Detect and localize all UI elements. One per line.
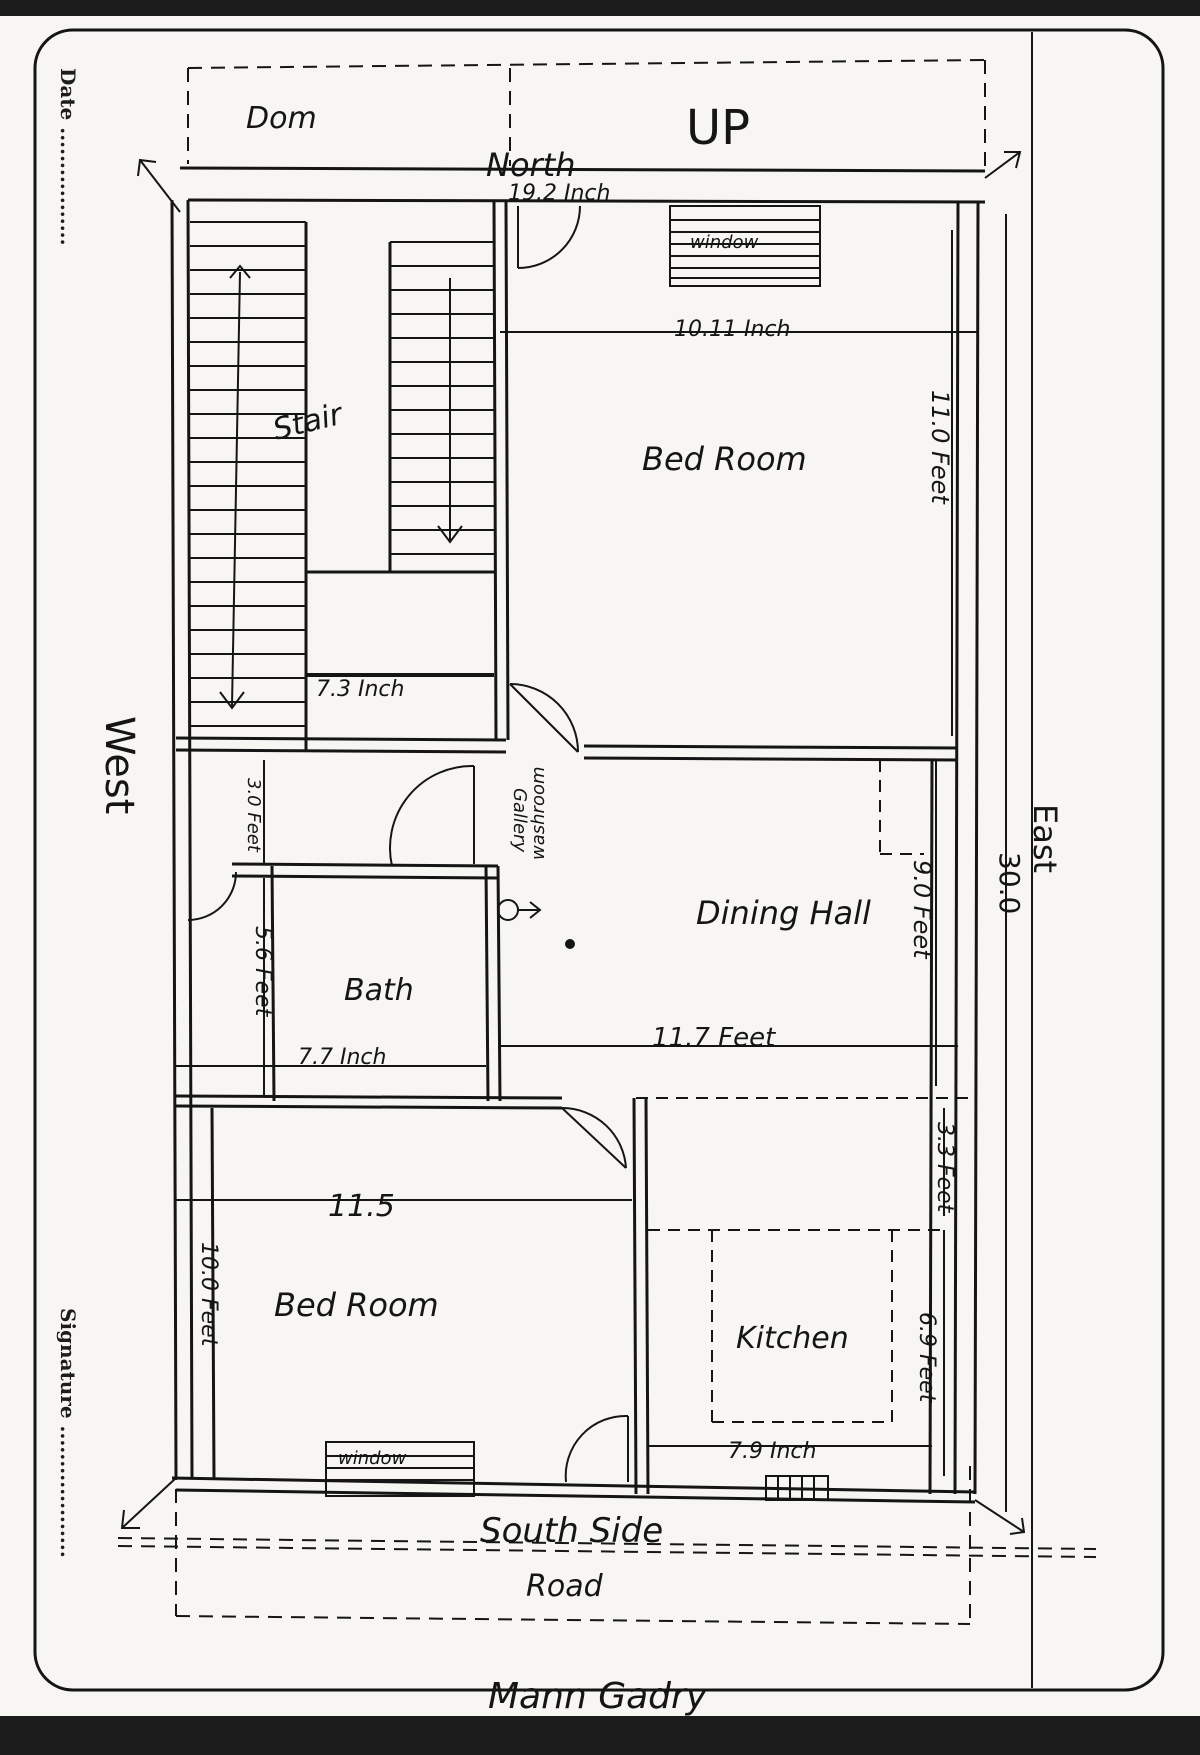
window-bottom-hatch bbox=[325, 1441, 829, 1501]
dim-north-width: 19.2 Inch bbox=[508, 181, 610, 206]
label-north: North bbox=[486, 146, 576, 184]
label-washroom: washroom bbox=[528, 767, 549, 861]
window-top-hatch bbox=[669, 205, 821, 287]
dim-stair-width: 7.3 Inch bbox=[316, 677, 404, 702]
dim-east-length: 30.0 bbox=[993, 852, 1026, 914]
label-stair: Stair bbox=[269, 396, 347, 447]
label-bath: Bath bbox=[344, 973, 414, 1008]
label-dining: Dining Hall bbox=[696, 894, 871, 932]
signature-field-label: Signature ................... bbox=[56, 1308, 80, 1558]
dim-gap-height: 3.0 Feet bbox=[243, 778, 264, 853]
dim-dining-depth: 9.0 Feet bbox=[908, 860, 936, 960]
label-bedroom-bottom: Bed Room bbox=[274, 1286, 439, 1324]
label-road: Road bbox=[526, 1569, 604, 1604]
corner-arrows bbox=[120, 151, 1026, 1535]
dimension-lines bbox=[176, 214, 1007, 1512]
dim-bedroom-bottom-depth: 10.0 Feet bbox=[196, 1242, 221, 1348]
dim-bedroom-bottom-width: 11.5 bbox=[328, 1189, 395, 1224]
label-bedroom-top: Bed Room bbox=[642, 440, 807, 478]
label-gallery: Gallery bbox=[509, 788, 530, 852]
label-east: East bbox=[1026, 804, 1064, 873]
label-dom: Dom bbox=[246, 101, 317, 136]
floor-plan: Dom North UP 19.2 Inch window 10.11 Inch… bbox=[33, 28, 1165, 1716]
dim-kitchen-top: 3.3 Feet bbox=[932, 1122, 957, 1214]
label-south-side: South Side bbox=[480, 1511, 663, 1551]
date-field-label: Date ................. bbox=[56, 68, 80, 246]
label-kitchen: Kitchen bbox=[736, 1321, 849, 1356]
label-west: West bbox=[96, 716, 142, 814]
dim-bedroom-top-width: 10.11 Inch bbox=[674, 317, 790, 342]
stair-arrows bbox=[219, 264, 463, 710]
footer-signature: Mann Gadry bbox=[488, 1676, 708, 1716]
dim-bedroom-top-depth: 11.0 Feet bbox=[926, 390, 954, 505]
page-border bbox=[33, 28, 1165, 1692]
dim-dining-width: 11.7 Feet bbox=[652, 1023, 776, 1053]
dim-bath-height: 5.6 Feet bbox=[250, 926, 275, 1018]
label-window-top: window bbox=[690, 232, 759, 253]
label-up: UP bbox=[686, 100, 750, 156]
washroom-marker bbox=[497, 899, 575, 949]
kitchen-dashed-outline bbox=[636, 760, 968, 1423]
outer-walls bbox=[170, 166, 986, 1504]
stair-treads-left bbox=[190, 221, 308, 750]
interior-walls bbox=[175, 201, 959, 1495]
door-swings bbox=[187, 205, 629, 1483]
dim-kitchen-width: 7.9 Inch bbox=[728, 1439, 816, 1464]
label-window-bottom: window bbox=[338, 1448, 407, 1469]
stair-treads-right bbox=[306, 241, 494, 675]
dim-kitchen-depth: 6.9 Feet bbox=[914, 1312, 939, 1404]
dim-bath-width: 7.7 Inch bbox=[298, 1045, 386, 1070]
drawing-sheet: Dom North UP 19.2 Inch window 10.11 Inch… bbox=[0, 16, 1200, 1716]
